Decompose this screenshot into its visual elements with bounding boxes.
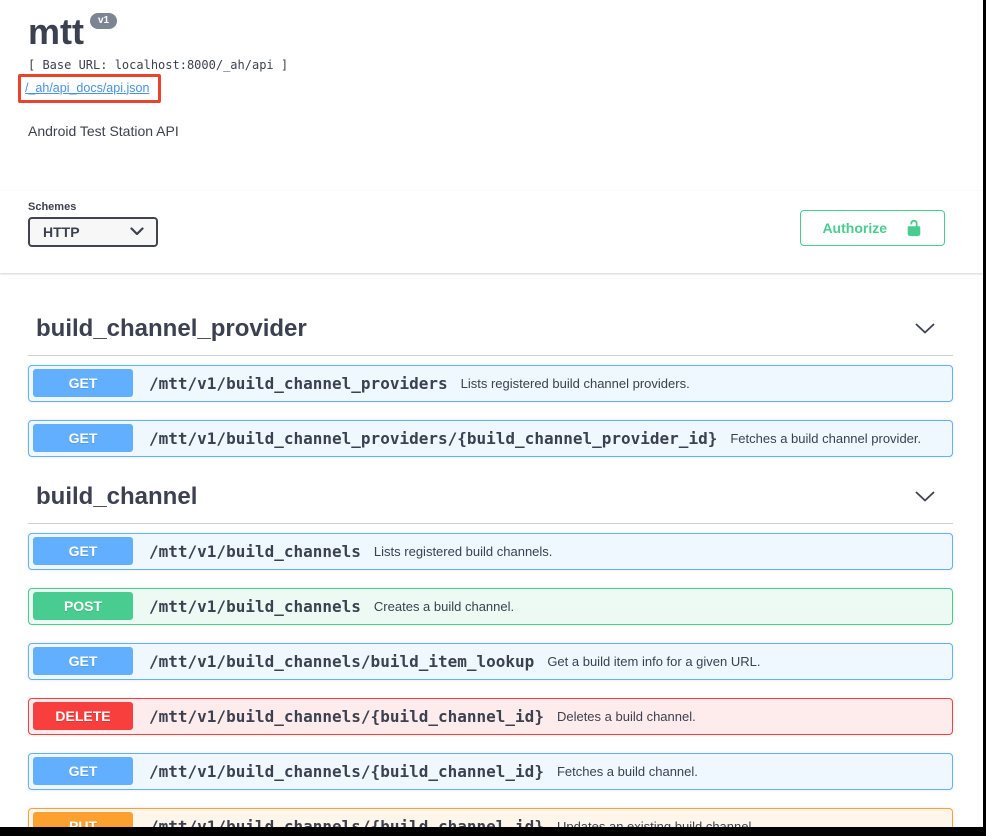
unlock-icon [907,219,921,236]
operation-path: /mtt/v1/build_channel_providers [149,373,448,393]
method-badge: GET [33,537,133,566]
operation-row[interactable]: GET /mtt/v1/build_channels/build_item_lo… [28,642,953,680]
version-badge: v1 [90,13,118,29]
section-title: build_channel [36,482,198,510]
operation-path: /mtt/v1/build_channels/{build_channel_id… [149,706,544,726]
operation-row[interactable]: GET /mtt/v1/build_channels Lists registe… [28,532,953,570]
tag-section: build_channel_provider GET /mtt/v1/build… [28,307,953,457]
operation-summary: Deletes a build channel. [556,708,696,724]
tag-section: build_channel GET /mtt/v1/build_channels… [28,475,953,836]
operation-row[interactable]: GET /mtt/v1/build_channel_providers/{bui… [28,419,953,457]
section-title: build_channel_provider [36,314,307,342]
operation-summary: Get a build item info for a given URL. [547,653,761,669]
operation-row[interactable]: POST /mtt/v1/build_channels Creates a bu… [28,587,953,625]
operation-path: /mtt/v1/build_channels [149,541,361,561]
method-badge: PUT [33,812,133,827]
authorize-button[interactable]: Authorize [800,209,945,246]
api-info: mtt v1 [ Base URL: localhost:8000/_ah/api… [0,0,983,139]
method-badge: POST [33,592,133,621]
chevron-down-icon[interactable] [915,323,935,334]
operation-summary: Updates an existing build channel. [556,818,755,834]
operations-list: GET /mtt/v1/build_channel_providers List… [28,356,953,457]
operation-path: /mtt/v1/build_channels/build_item_lookup [149,651,535,671]
operation-row[interactable]: GET /mtt/v1/build_channels/{build_channe… [28,752,953,790]
method-badge: GET [33,369,133,398]
base-url: [ Base URL: localhost:8000/_ah/api ] [28,57,289,72]
scheme-select[interactable]: HTTP [28,216,158,247]
operation-path: /mtt/v1/build_channels [149,596,361,616]
scheme-selected-value: HTTP [43,223,80,240]
spec-link[interactable]: /_ah/api_docs/api.json [25,80,150,95]
operation-summary: Lists registered build channel providers… [460,375,690,391]
operation-summary: Creates a build channel. [373,598,515,614]
section-header[interactable]: build_channel_provider [28,307,953,356]
method-badge: GET [33,757,133,786]
api-title: mtt v1 [28,12,955,52]
api-sections: build_channel_provider GET /mtt/v1/build… [0,273,983,836]
operation-row[interactable]: GET /mtt/v1/build_channel_providers List… [28,364,953,402]
authorize-label: Authorize [822,219,887,236]
api-title-text: mtt [28,11,84,52]
scheme-container: Schemes HTTP Authorize [0,190,983,273]
method-badge: DELETE [33,702,133,731]
section-header[interactable]: build_channel [28,475,953,524]
method-badge: GET [33,424,133,453]
annotation-highlight-box: /_ah/api_docs/api.json [18,73,162,103]
operations-list: GET /mtt/v1/build_channels Lists registe… [28,524,953,836]
operation-summary: Lists registered build channels. [373,543,553,559]
operation-path: /mtt/v1/build_channels/{build_channel_id… [149,761,544,781]
operation-path: /mtt/v1/build_channel_providers/{build_c… [149,428,718,448]
operation-summary: Fetches a build channel provider. [730,430,922,446]
operation-summary: Fetches a build channel. [556,763,698,779]
schemes-block: Schemes HTTP [28,201,158,247]
schemes-label: Schemes [28,200,77,213]
operation-row[interactable]: DELETE /mtt/v1/build_channels/{build_cha… [28,697,953,735]
chevron-down-icon [130,227,144,236]
api-description: Android Test Station API [28,122,179,139]
chevron-down-icon[interactable] [915,491,935,502]
operation-row[interactable]: PUT /mtt/v1/build_channels/{build_channe… [28,807,953,836]
operation-path: /mtt/v1/build_channels/{build_channel_id… [149,816,544,836]
method-badge: GET [33,647,133,676]
